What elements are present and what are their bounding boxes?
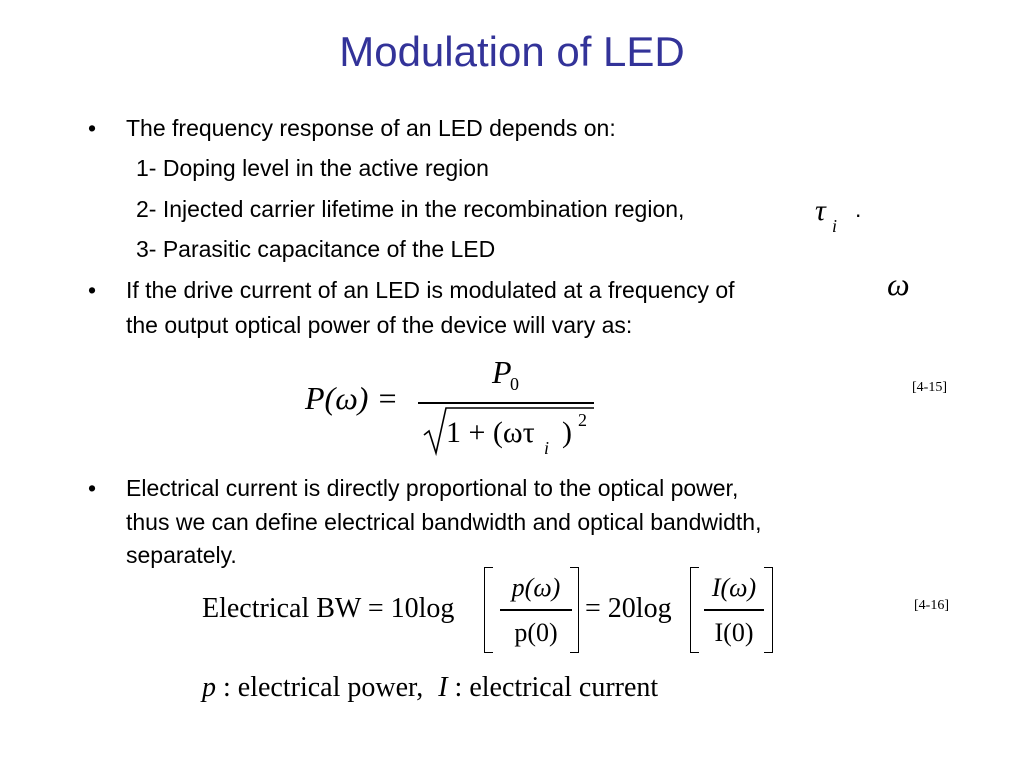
eq2-denominator-2: I(0) [714, 618, 754, 647]
eq2-denominator-1: p(0) [514, 618, 558, 647]
eq2-fraction-bar-2 [704, 609, 764, 611]
bullet-2-line-1: If the drive current of an LED is modula… [126, 277, 735, 303]
left-bracket-icon [484, 567, 493, 653]
slide-title: Modulation of LED [339, 28, 685, 75]
left-bracket-icon [690, 567, 699, 653]
sub-item-2-period: . [855, 196, 862, 222]
sub-item-3: 3- Parasitic capacitance of the LED [136, 236, 496, 262]
bullet-marker: • [88, 277, 97, 303]
eq1-denominator-close: ) [562, 416, 572, 449]
eq2-middle: = 20log [585, 593, 672, 624]
symbol-legend: p : electrical power, I : electrical cur… [202, 672, 658, 704]
bullet-2-line-2: the output optical power of the device w… [126, 312, 633, 338]
eq2-numerator-2: I(ω) [711, 573, 757, 602]
eq1-denominator-subscript: i [544, 438, 550, 458]
eq1-numerator-subscript: 0 [510, 374, 519, 394]
bullet-3-line-1: Electrical current is directly proportio… [126, 475, 739, 501]
legend-p-text: : electrical power, [223, 672, 424, 703]
sub-item-2: 2- Injected carrier lifetime in the reco… [136, 195, 684, 223]
eq2-lhs: Electrical BW = 10log [202, 593, 455, 624]
legend-p-symbol: p [202, 672, 216, 703]
sub-item-2-text: 2- Injected carrier lifetime in the reco… [136, 196, 685, 222]
eq1-numerator: P [492, 354, 512, 390]
eq2-numerator-1: p(ω) [511, 573, 561, 602]
right-bracket-icon [764, 567, 773, 653]
bullet-marker: • [88, 115, 97, 141]
eq1-exponent: 2 [578, 410, 587, 430]
bullet-3-line-3: separately. [126, 542, 237, 568]
eq2-fraction-bar-1 [500, 609, 572, 611]
sqrt-icon [423, 407, 594, 457]
eq1-denominator: 1 + (ωτ [446, 416, 535, 449]
eq2-reference: [4-16] [914, 598, 949, 613]
omega-symbol: ω [887, 266, 910, 302]
bullet-3-line-2: thus we can define electrical bandwidth … [126, 509, 762, 535]
eq1-lhs: P(ω) = [305, 380, 399, 416]
eq1-fraction-bar [418, 402, 594, 404]
legend-I-text: : electrical current [454, 672, 659, 703]
bullet-1-text: The frequency response of an LED depends… [126, 115, 616, 141]
tau-symbol: τ [815, 194, 826, 227]
eq1-reference: [4-15] [912, 380, 947, 395]
sub-item-1: 1- Doping level in the active region [136, 155, 489, 181]
legend-I-symbol: I [438, 672, 448, 703]
right-bracket-icon [570, 567, 579, 653]
tau-subscript: i [832, 216, 838, 236]
bullet-marker: • [88, 475, 97, 501]
